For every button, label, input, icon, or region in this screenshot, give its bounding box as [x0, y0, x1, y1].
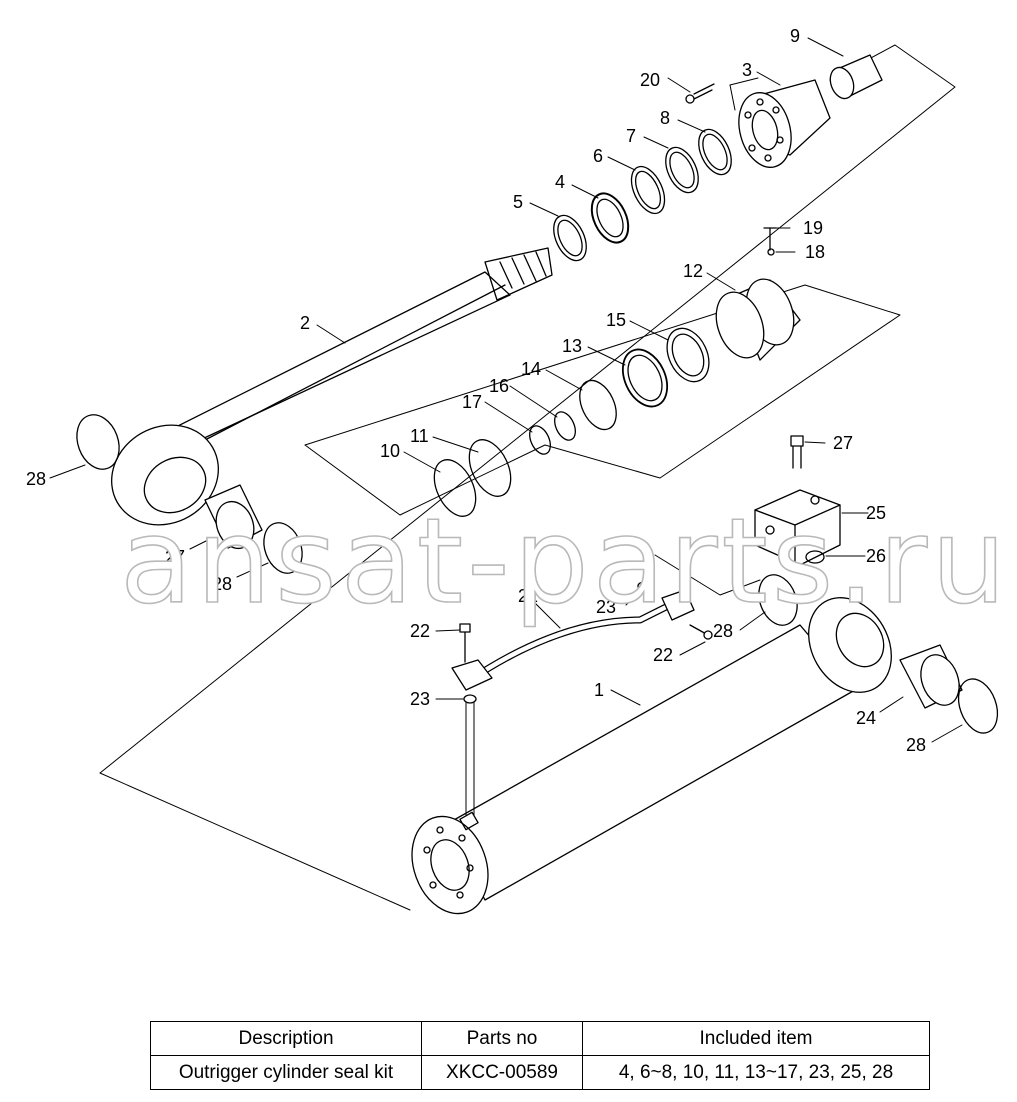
callout-19: 19 [803, 218, 823, 238]
callout-18: 18 [805, 242, 825, 262]
callout-23-b: 23 [410, 689, 430, 709]
rod-cover [738, 79, 831, 168]
callout-28-c: 28 [713, 621, 733, 641]
seal-ring-28-right [957, 678, 999, 734]
callout-10: 10 [380, 441, 400, 461]
callout-13: 13 [562, 336, 582, 356]
pipe-21 [451, 589, 695, 691]
piston-12 [715, 278, 801, 361]
cell-description: Outrigger cylinder seal kit [150, 1055, 422, 1090]
callout-11: 11 [410, 426, 429, 446]
seal-ring-28-center [758, 574, 798, 626]
callout-28-b: 28 [212, 574, 232, 594]
callout-5: 5 [513, 192, 523, 212]
table-header-row: Description Parts no Included item [150, 1021, 930, 1056]
seal-ring-4 [590, 192, 630, 244]
callout-16: 16 [489, 376, 509, 396]
piston-rod [111, 247, 553, 526]
bushing-27-right [899, 644, 963, 709]
o-ring-25 [805, 550, 825, 564]
seal-ring-7 [665, 146, 699, 194]
callout-27-a: 27 [165, 547, 185, 567]
header-description: Description [150, 1021, 422, 1056]
bolt-26 [790, 435, 804, 469]
callout-8: 8 [660, 108, 670, 128]
callout-20: 20 [640, 70, 660, 90]
screw-19 [763, 227, 777, 251]
leader-lines [49, 37, 963, 743]
callout-22-b: 22 [653, 645, 673, 665]
seal-ring-28-top-left [76, 414, 120, 470]
header-parts-no: Parts no [421, 1021, 583, 1056]
callout-2: 2 [300, 313, 310, 333]
callout-4: 4 [555, 172, 565, 192]
callout-25: 26 [866, 546, 886, 566]
bolt-20 [685, 83, 715, 104]
exploded-parts-diagram: 9 3 20 8 7 6 4 5 19 18 12 2 15 13 14 16 … [26, 26, 999, 915]
callout-24: 25 [866, 503, 886, 523]
callout-3: 3 [742, 60, 752, 80]
callout-21: 21 [518, 586, 538, 606]
ball-18 [767, 248, 775, 256]
cell-parts-no: XKCC-00589 [421, 1055, 583, 1090]
seal-ring-28-left [263, 522, 303, 574]
callout-14: 14 [521, 359, 541, 379]
seal-ring-11 [468, 439, 512, 497]
bushing-9 [829, 54, 883, 100]
o-ring-23-top [637, 581, 651, 591]
callout-15: 15 [606, 310, 626, 330]
seal-ring-16 [554, 411, 576, 441]
seal-ring-15 [666, 327, 710, 383]
callout-27-b: 24 [856, 708, 876, 728]
seal-ring-17 [529, 425, 551, 455]
callout-12: 12 [683, 261, 703, 281]
callout-1: 1 [594, 680, 604, 700]
seal-ring-14 [579, 379, 617, 431]
callout-7: 7 [626, 126, 636, 146]
bolt-22-lower [689, 624, 713, 640]
valve-block-24 [754, 489, 841, 566]
callout-28-a: 28 [26, 469, 46, 489]
callout-17: 17 [462, 392, 482, 412]
callout-6: 6 [593, 146, 603, 166]
seal-kit-table: Description Parts no Included item Outri… [150, 1021, 930, 1090]
bushing-27-left [204, 484, 263, 550]
callout-26: 27 [833, 433, 853, 453]
callout-23-a: 23 [596, 597, 616, 617]
seal-ring-5 [553, 214, 587, 262]
callout-22-a: 22 [410, 621, 430, 641]
cylinder-tube [411, 597, 892, 915]
seal-ring-8 [698, 128, 732, 176]
seal-ring-10 [433, 459, 477, 517]
seal-ring-13 [621, 348, 669, 408]
callout-labels: 9 3 20 8 7 6 4 5 19 18 12 2 15 13 14 16 … [26, 26, 926, 755]
header-included-item: Included item [582, 1021, 930, 1056]
cell-included-item: 4, 6~8, 10, 11, 13~17, 23, 25, 28 [582, 1055, 930, 1090]
bolt-22-upper [459, 623, 471, 663]
o-ring-23-bottom [463, 694, 477, 704]
callout-9: 9 [790, 26, 800, 46]
seal-ring-6 [630, 165, 666, 215]
callout-28-d: 28 [906, 735, 926, 755]
table-row: Outrigger cylinder seal kit XKCC-00589 4… [150, 1055, 930, 1090]
